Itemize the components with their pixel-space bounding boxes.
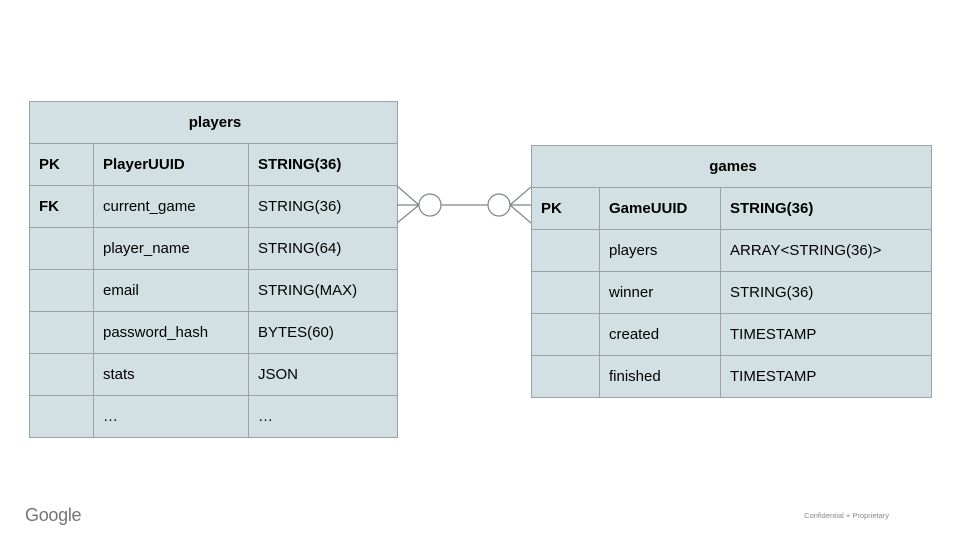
key-cell: PK <box>29 143 94 186</box>
field-cell: GameUUID <box>599 187 721 230</box>
type-cell: STRING(36) <box>247 185 399 228</box>
key-cell <box>531 271 600 314</box>
games-table-title: games <box>530 145 933 188</box>
field-cell: stats <box>93 353 249 396</box>
type-cell: TIMESTAMP <box>719 355 933 398</box>
type-cell: ARRAY<STRING(36)> <box>719 229 933 272</box>
table-row: email STRING(MAX) <box>29 269 399 312</box>
field-cell: player_name <box>93 227 249 270</box>
key-cell <box>531 355 600 398</box>
table-row: players ARRAY<STRING(36)> <box>531 229 933 272</box>
type-cell: STRING(MAX) <box>247 269 399 312</box>
table-row: winner STRING(36) <box>531 271 933 314</box>
table-row: player_name STRING(64) <box>29 227 399 270</box>
table-row: … … <box>29 395 399 438</box>
zero-or-many-circle-right <box>487 193 511 217</box>
table-row: created TIMESTAMP <box>531 313 933 356</box>
players-table-title: players <box>28 101 399 144</box>
games-entity-table: games PK GameUUID STRING(36) players ARR… <box>530 145 933 398</box>
field-cell: finished <box>599 355 721 398</box>
google-logo: Google <box>25 505 82 525</box>
key-cell: PK <box>531 187 600 230</box>
key-cell <box>531 313 600 356</box>
table-title-row: games <box>530 145 933 188</box>
field-cell: players <box>599 229 721 272</box>
key-cell <box>531 229 600 272</box>
field-cell: email <box>93 269 249 312</box>
field-cell: winner <box>599 271 721 314</box>
table-title-row: players <box>28 101 399 144</box>
crows-foot-many-left <box>397 185 420 224</box>
type-cell: STRING(64) <box>247 227 399 270</box>
field-cell: current_game <box>93 185 249 228</box>
type-cell: STRING(36) <box>719 187 933 230</box>
players-entity-table: players PK PlayerUUID STRING(36) FK curr… <box>28 101 399 438</box>
relationship-connector <box>397 185 531 224</box>
key-cell <box>29 311 94 354</box>
zero-or-many-circle-left <box>418 193 442 217</box>
table-row: stats JSON <box>29 353 399 396</box>
type-cell: JSON <box>247 353 399 396</box>
field-cell: PlayerUUID <box>93 143 249 186</box>
field-cell: created <box>599 313 721 356</box>
table-row: password_hash BYTES(60) <box>29 311 399 354</box>
type-cell: … <box>247 395 399 438</box>
table-row: FK current_game STRING(36) <box>29 185 399 228</box>
type-cell: TIMESTAMP <box>719 313 933 356</box>
type-cell: STRING(36) <box>247 143 399 186</box>
table-row: PK PlayerUUID STRING(36) <box>29 143 399 186</box>
key-cell <box>29 227 94 270</box>
field-cell: … <box>93 395 249 438</box>
key-cell <box>29 353 94 396</box>
type-cell: STRING(36) <box>719 271 933 314</box>
confidential-note: Confidential + Proprietary <box>804 511 889 520</box>
crows-foot-many-right <box>509 186 531 224</box>
field-cell: password_hash <box>93 311 249 354</box>
key-cell <box>29 395 94 438</box>
key-cell <box>29 269 94 312</box>
key-cell: FK <box>29 185 94 228</box>
table-row: finished TIMESTAMP <box>531 355 933 398</box>
type-cell: BYTES(60) <box>247 311 399 354</box>
table-row: PK GameUUID STRING(36) <box>531 187 933 230</box>
